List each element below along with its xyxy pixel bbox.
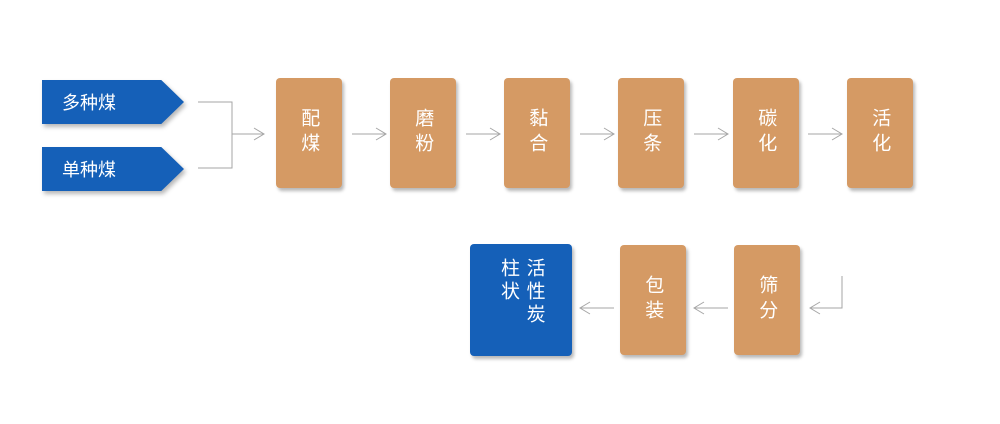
step-activation-label: 活化 [869, 108, 892, 158]
step-binding-label: 黏合 [526, 108, 549, 158]
arrow-2-3 [466, 127, 501, 141]
step-screening: 筛分 [734, 245, 800, 355]
step-packaging: 包装 [620, 245, 686, 355]
product-columnar-activated-carbon: 活性炭柱状 [470, 244, 572, 356]
step-carbonization: 碳化 [733, 78, 799, 188]
arrow-5-6 [808, 127, 843, 141]
input-single-coal: 单种煤 [42, 147, 184, 191]
step-blending-label: 配煤 [298, 108, 321, 158]
step-activation: 活化 [847, 78, 913, 188]
step-grinding: 磨粉 [390, 78, 456, 188]
step-binding: 黏合 [504, 78, 570, 188]
arrow-3-4 [580, 127, 615, 141]
step-carbonization-label: 碳化 [755, 108, 778, 158]
arrow-4-5 [694, 127, 729, 141]
return-arrowhead [809, 301, 821, 315]
arrow-1-2 [352, 127, 387, 141]
merge-arrowhead [253, 127, 265, 141]
step-extrusion: 压条 [618, 78, 684, 188]
arrow-7-8 [693, 301, 728, 315]
step-screening-label: 筛分 [756, 275, 779, 325]
arrow-8-product [579, 301, 614, 315]
step-extrusion-label: 压条 [640, 108, 663, 158]
input-multi-coal-label: 多种煤 [62, 93, 116, 114]
step-grinding-label: 磨粉 [412, 108, 435, 158]
merge-connector [198, 101, 233, 169]
input-multi-coal: 多种煤 [42, 80, 184, 124]
product-label: 活性炭柱状 [498, 258, 546, 327]
step-blending: 配煤 [276, 78, 342, 188]
return-connector [810, 276, 843, 309]
input-single-coal-label: 单种煤 [62, 160, 116, 181]
step-packaging-label: 包装 [642, 275, 665, 325]
